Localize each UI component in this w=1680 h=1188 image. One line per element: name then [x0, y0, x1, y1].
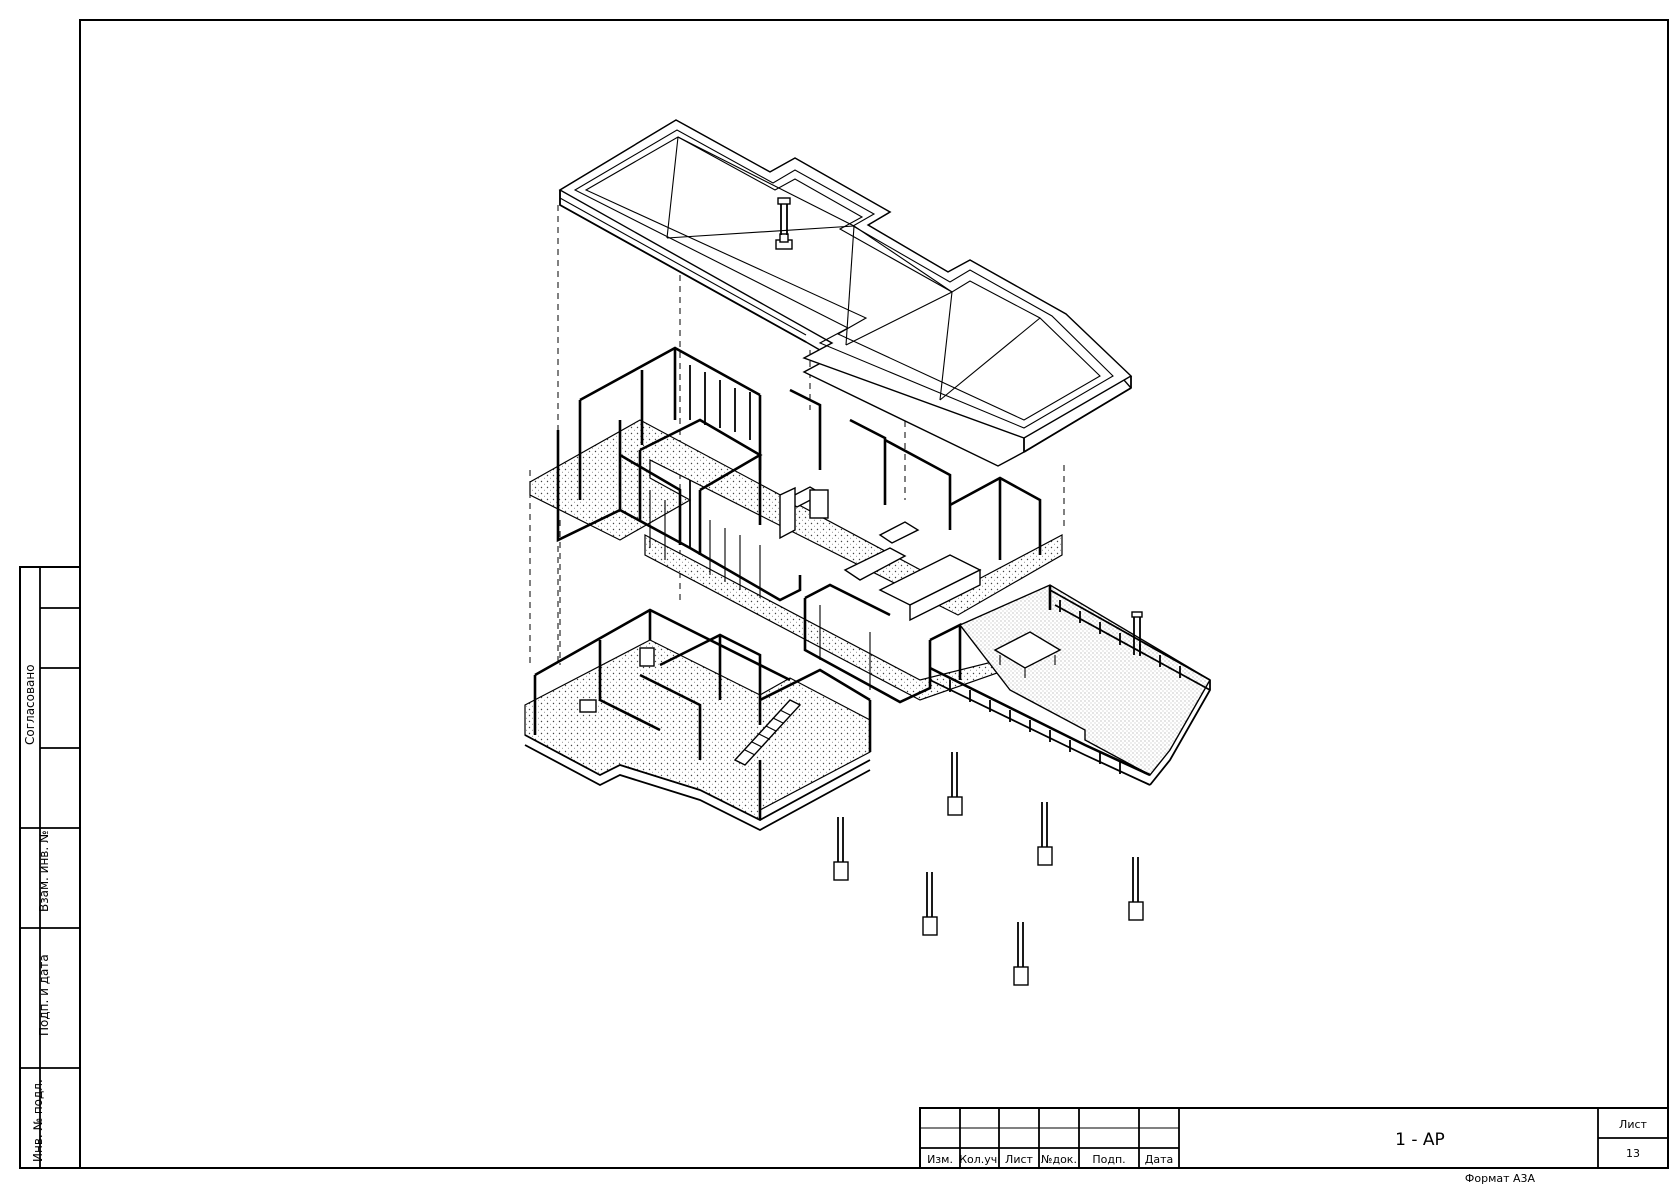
header-data: Дата: [1145, 1153, 1173, 1166]
sheet-format: Формат А3А: [1465, 1172, 1536, 1185]
title-block: Изм. Кол.уч. Лист №док. Подп. Дата 1 - А…: [919, 1107, 1669, 1185]
foundation-piles: [833, 752, 1144, 986]
pile: [1128, 857, 1144, 921]
drawing-frame: [79, 19, 1669, 1169]
pile: [833, 817, 849, 881]
sheet-label: Лист: [1619, 1118, 1647, 1131]
header-izm: Изм.: [927, 1153, 953, 1166]
header-kol-uch: Кол.уч.: [959, 1153, 1001, 1166]
ref-no-label: Взам. инв. №: [37, 831, 51, 912]
header-list: Лист: [1005, 1153, 1033, 1166]
terrace-deck: [929, 584, 1211, 786]
ground-floor: [524, 608, 872, 832]
header-ndok: №док.: [1041, 1153, 1077, 1166]
first-floor: [529, 346, 1063, 704]
sign-date-label: Подп. и дата: [37, 954, 51, 1036]
pile: [922, 872, 938, 936]
exploded-isometric-view: [524, 119, 1211, 986]
side-stamp: Согласовано Взам. инв. № Подп. и дата Ин…: [19, 566, 81, 1169]
pile: [1037, 802, 1053, 866]
drawing-code: 1 - АР: [1395, 1130, 1445, 1150]
roof: [558, 119, 1133, 467]
header-podp: Подп.: [1092, 1153, 1125, 1166]
sheet-number: 13: [1626, 1147, 1640, 1160]
staircase: [733, 699, 802, 766]
pile: [947, 752, 963, 816]
pile: [1013, 922, 1029, 986]
inv-no-label: Инв. № подл.: [31, 1079, 45, 1162]
approved-label: Согласовано: [23, 664, 37, 745]
